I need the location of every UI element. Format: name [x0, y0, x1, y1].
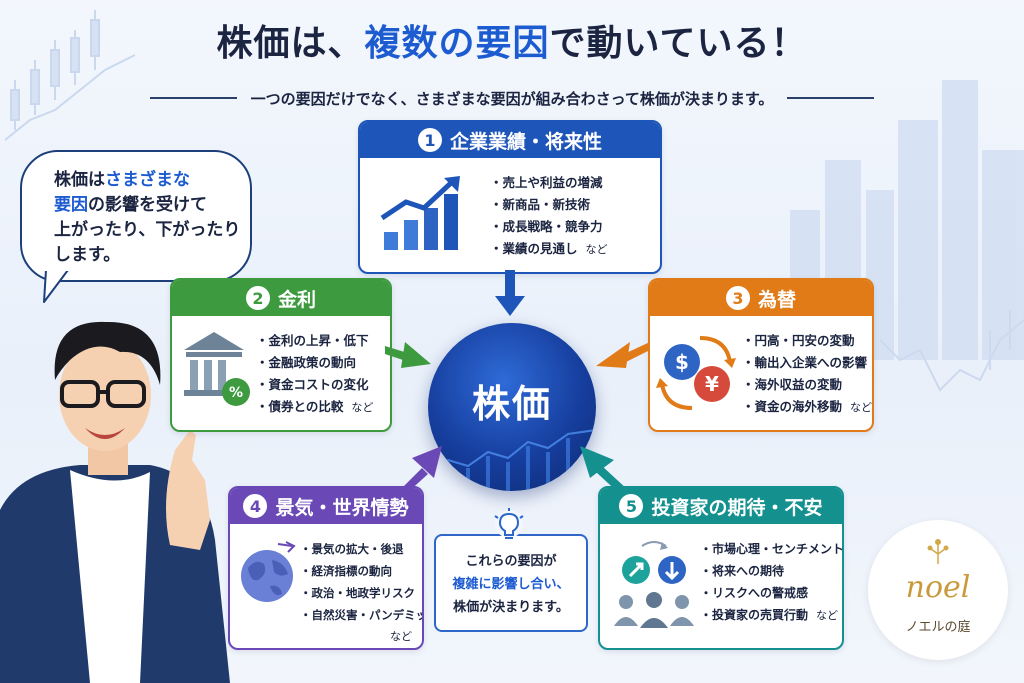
note-line-2: 複雑に影響し合い、	[452, 577, 570, 592]
factor-card-1-header: 1 企業業績・将来性	[360, 122, 660, 158]
subtitle: 一つの要因だけでなく、さまざまな要因が組み合わさって株価が決まります。	[250, 89, 774, 108]
summary-note: これらの要因が 複雑に影響し合い、 株価が決まります。	[434, 534, 588, 632]
factor-etc: など	[816, 609, 839, 622]
lightbulb-icon	[494, 508, 524, 539]
arrow-from-factor-3	[596, 342, 650, 368]
factor-card-5-header: 5 投資家の期待・不安	[600, 488, 842, 524]
logo-subtitle: ノエルの庭	[905, 620, 971, 635]
speech-bubble-text: 株価はさまざまな 要因の影響を受けて 上がったり、下がったり します。	[54, 168, 240, 268]
arrow-from-factor-4	[400, 446, 442, 494]
factor-card-3: 3 為替 $ ¥ 円高・円安の変動 輸出入企業への影響 海外収益の変動 資金の海…	[648, 278, 874, 432]
factor-etc: など	[850, 401, 873, 414]
bubble-text-1a: 株価は	[54, 170, 105, 190]
factor-item: 自然災害・パンデミック	[300, 604, 423, 626]
factor-number: 2	[245, 286, 270, 310]
factor-card-5: 5 投資家の期待・不安 市場心理・センチメント 将来への期待 リスクへの警戒感 …	[598, 486, 844, 650]
currency-exchange-icon: $ ¥	[656, 336, 736, 410]
factor-item: 市場心理・センチメント	[700, 538, 842, 560]
factor-item: 投資家の売買行動	[712, 608, 809, 622]
bubble-text-2a: 要因	[54, 195, 88, 215]
factor-title: 為替	[757, 288, 796, 311]
arrow-from-factor-2	[385, 342, 431, 368]
factor-item: 資金の海外移動	[754, 399, 843, 414]
factor-item: 海外収益の変動	[742, 374, 872, 396]
factor-item: 成長戦略・競争力	[490, 216, 608, 238]
presenter-illustration	[0, 321, 230, 683]
factor-item: 円高・円安の変動	[742, 330, 872, 352]
title-part1: 株価は、	[216, 23, 365, 64]
subtitle-row: 一つの要因だけでなく、さまざまな要因が組み合わさって株価が決まります。	[150, 88, 875, 108]
note-line-3: 株価が決まります。	[453, 600, 569, 615]
factor-number: 5	[619, 494, 644, 518]
subtitle-rule-left	[150, 97, 237, 99]
factor-item: 売上や利益の増減	[490, 172, 608, 194]
factor-number: 1	[417, 128, 442, 152]
factor-item: 経済指標の動向	[300, 560, 422, 582]
arrow-from-factor-1	[495, 270, 525, 316]
logo-wordmark: noel	[905, 570, 971, 605]
factor-item: 資金コストの変化	[256, 374, 373, 396]
factor-item: 新商品・新技術	[490, 194, 608, 216]
factor-card-2: 2 金利 % 金利の上昇・低下 金融政策の動向 資金コストの変化 債券との比較な…	[170, 278, 392, 432]
bubble-text-1b: さまざまな	[105, 170, 190, 190]
factor-card-4: 4 景気・世界情勢 景気の拡大・後退 経済指標の動向 政治・地政学リスク 自然災…	[228, 486, 424, 650]
factor-etc: など	[585, 243, 608, 256]
factor-title: 景気・世界情勢	[275, 496, 409, 519]
note-line-1: これらの要因が	[465, 554, 557, 569]
speech-bubble-tail	[43, 270, 69, 303]
summary-note-text: これらの要因が 複雑に影響し合い、 株価が決まります。	[436, 550, 586, 619]
flower-sprig-icon	[927, 539, 949, 564]
factor-title: 企業業績・将来性	[449, 130, 602, 153]
bubble-text-2b: の影響を受けて	[88, 195, 207, 215]
factor-item: 債券との比較	[268, 399, 344, 414]
bank-icon: %	[184, 332, 250, 406]
bubble-text-3: 上がったり、下がったり	[54, 220, 241, 240]
factor-item: 景気の拡大・後退	[300, 538, 422, 560]
factor-item: 金利の上昇・低下	[256, 330, 373, 352]
center-label: 株価	[471, 382, 552, 426]
bar-chart-icon	[380, 176, 460, 250]
factor-item: 業績の見通し	[502, 241, 578, 256]
arrow-from-factor-5	[580, 446, 628, 496]
factor-etc: など	[351, 401, 374, 414]
center-candlestick-decor	[428, 429, 596, 491]
svg-text:%: %	[229, 385, 243, 401]
investors-icon	[614, 541, 694, 628]
factor-etc: など	[390, 630, 412, 643]
factor-card-3-header: 3 為替	[650, 280, 872, 316]
factor-item: 輸出入企業への影響	[742, 352, 872, 374]
factor-card-1: 1 企業業績・将来性 売上や利益の増減 新商品・新技術 成長戦略・競争力 業績の…	[358, 120, 662, 274]
svg-text:¥: ¥	[705, 372, 719, 396]
factor-card-2-header: 2 金利	[172, 280, 390, 316]
factor-item: 金融政策の動向	[256, 352, 373, 374]
factor-item: 将来への期待	[700, 560, 842, 582]
title-part3: で動いている！	[549, 23, 808, 64]
factor-title: 金利	[277, 288, 316, 311]
svg-text:$: $	[675, 350, 689, 374]
factor-number: 3	[725, 286, 750, 310]
factor-number: 4	[243, 494, 268, 518]
subtitle-rule-right	[787, 97, 875, 99]
factor-card-4-header: 4 景気・世界情勢	[230, 488, 422, 524]
page-title: 株価は、複数の要因で動いている！	[0, 14, 1024, 66]
bubble-text-4: します。	[54, 245, 121, 265]
factor-item: リスクへの警戒感	[700, 582, 842, 604]
stock-price-center: 株価	[428, 323, 596, 491]
background-line-chart-decor	[880, 310, 1024, 392]
speech-bubble: 株価はさまざまな 要因の影響を受けて 上がったり、下がったり します。	[20, 150, 252, 282]
background-candlestick-decor	[4, 10, 136, 141]
noel-logo: noel ノエルの庭	[868, 520, 1008, 660]
factor-item: 政治・地政学リスク	[300, 582, 422, 604]
factor-title: 投資家の期待・不安	[651, 496, 823, 519]
globe-icon	[241, 541, 296, 602]
title-highlight: 複数の要因	[364, 23, 550, 64]
